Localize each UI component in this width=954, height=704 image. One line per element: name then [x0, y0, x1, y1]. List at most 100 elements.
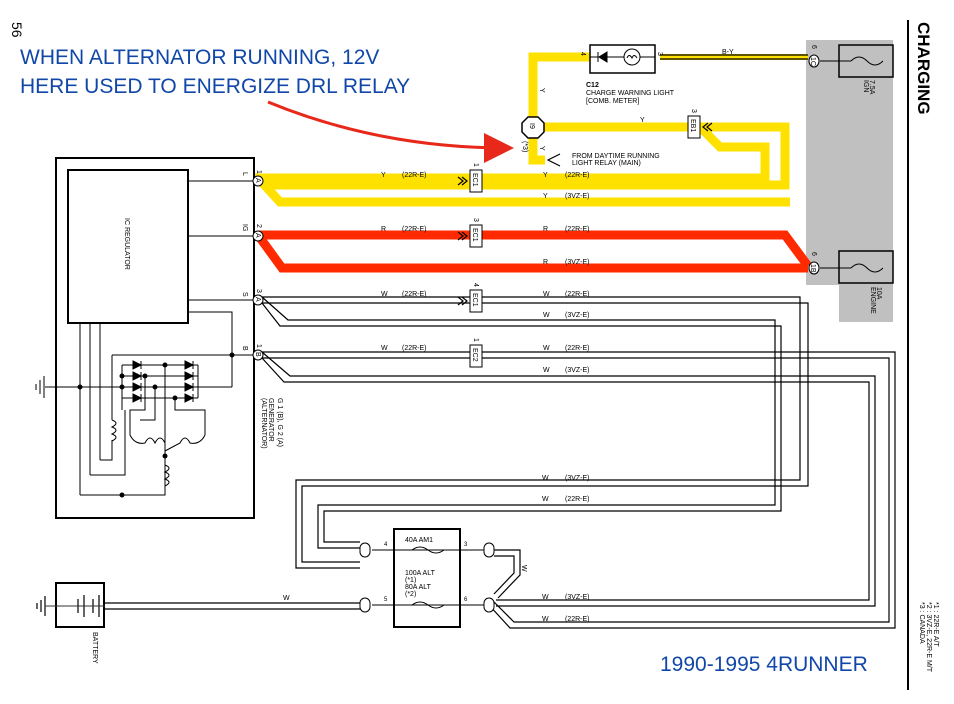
ic-regulator-label: IC REGULATOR: [123, 218, 130, 270]
ec1-s-pin: 4: [472, 283, 479, 287]
footnote-2: *2 : 3VZ-E, 22R-E M/T: [925, 602, 932, 673]
wire-y-up-label: Y: [538, 88, 545, 93]
fuse-box-background: [806, 40, 893, 285]
wire-l-r1-color: Y: [543, 172, 548, 179]
wire-s-r2-label: (3VZ-E): [565, 312, 590, 319]
generator-terminals: [252, 175, 264, 361]
wire-bot2-color: W: [542, 616, 549, 623]
charge-light-pin-right: 3: [656, 52, 663, 56]
charge-light-ref: C12: [586, 82, 599, 89]
fl-pin-5: 5: [384, 597, 388, 603]
charge-light-sub: [COMB. METER]: [586, 98, 639, 105]
wire-b-r1-color: W: [543, 345, 550, 352]
wire-l-label: (22R-E): [402, 172, 427, 179]
annotation-line1: WHEN ALTERNATOR RUNNING, 12V: [20, 46, 379, 69]
terminal-ig-conn: A: [254, 233, 261, 238]
fl-pin-6: 6: [464, 597, 468, 603]
connector-chevrons: [457, 122, 713, 306]
terminal-b-conn: B: [254, 352, 261, 357]
ec1-ig-id: EC1: [471, 228, 478, 242]
wire-s-label: (22R-E): [402, 291, 427, 298]
fuse-ign-pin: 6: [810, 45, 817, 49]
wire-s-r2-color: W: [543, 312, 550, 319]
fuse-engine-pin: 6: [810, 252, 817, 256]
junction-i9: [521, 116, 545, 139]
wire-i9-eb1-label: Y: [640, 117, 645, 124]
ec2-b-pin: 1: [472, 338, 479, 342]
wire-b-r2-label: (3VZ-E): [565, 367, 590, 374]
wire-top2-label: (22R-E): [565, 496, 590, 503]
wire-i9-down-label: Y: [538, 146, 545, 151]
wire-ig-r2-color: R: [543, 259, 548, 266]
fuse-engine-rating: 10A: [875, 287, 882, 300]
wire-ig-color: R: [381, 226, 386, 233]
battery-icon: [36, 595, 105, 617]
fuse-engine-name: ENGINE: [869, 287, 876, 314]
fl-alt-line1: 100A ALT: [405, 570, 436, 577]
annotation-line2: HERE USED TO ENERGIZE DRL RELAY: [20, 75, 410, 98]
yellow-circuit: [254, 52, 790, 207]
drl-note-line1: FROM DAYTIME RUNNING: [572, 153, 660, 160]
fuse-ign-name: IGN: [862, 80, 869, 92]
wire-link-color: W: [520, 565, 527, 572]
terminal-b-pin: 1: [255, 344, 262, 348]
wire-l-r2-label: (3VZ-E): [565, 193, 590, 200]
wire-top2-color: W: [542, 496, 549, 503]
generator-ref: G 1 (B), G 2 (A): [276, 398, 283, 447]
wire-b-r2-color: W: [543, 367, 550, 374]
ec1-l-id: EC1: [471, 173, 478, 187]
charge-light-pin-left: 4: [579, 52, 586, 56]
terminal-s-pin: 3: [255, 289, 262, 293]
wire-s-color: W: [381, 291, 388, 298]
page-number: 56: [9, 22, 25, 38]
wire-top1-color: W: [542, 475, 549, 482]
terminal-s-name: S: [241, 292, 248, 297]
fl-alt-line4: (*2): [405, 591, 416, 598]
wire-l-r2-color: Y: [543, 193, 548, 200]
red-circuit: [254, 230, 812, 273]
fuse-ign: [808, 44, 894, 78]
fusible-link-box: [393, 528, 461, 628]
wire-l-color: Y: [381, 172, 386, 179]
annotation-arrow: [267, 100, 514, 163]
eb1-id: EB1: [689, 119, 696, 132]
charge-warning-light-box: [589, 44, 656, 74]
terminal-l-pin: 1: [255, 170, 262, 174]
wire-bot2-label: (22R-E): [565, 616, 590, 623]
wire-l-r1-label: (22R-E): [565, 172, 590, 179]
vehicle-label: 1990-1995 4RUNNER: [660, 653, 868, 676]
fusible-link-connectors: [359, 542, 495, 613]
wire-s-r1-label: (22R-E): [565, 291, 590, 298]
wire-ig-r1-label: (22R-E): [565, 226, 590, 233]
connectors-ec: [469, 115, 701, 368]
charge-light-name: CHARGE WARNING LIGHT: [586, 90, 675, 97]
terminal-ig-name: IG: [241, 224, 248, 231]
fuse-ign-connector: 1C: [809, 57, 816, 66]
wire-b-y-label: B-Y: [722, 49, 734, 56]
terminal-ig-pin: 2: [255, 224, 262, 228]
terminal-l-conn: A: [254, 178, 261, 183]
eb1-pin: 3: [690, 109, 697, 113]
ec2-b-id: EC2: [471, 348, 478, 362]
fuse-box-background-lower: [839, 285, 893, 322]
battery-box: [55, 582, 105, 628]
wire-ig-r1-color: R: [543, 226, 548, 233]
white-wires: [105, 296, 896, 629]
fl-alt-line2: (*1): [405, 577, 416, 584]
junction-i9-note: (*3): [521, 141, 528, 152]
wire-s-r1-color: W: [543, 291, 550, 298]
ec1-s-id: EC1: [471, 293, 478, 307]
fuse-ign-rating: 7.5A: [868, 80, 875, 95]
ground-icon: [35, 376, 45, 398]
terminal-b-name: B: [241, 346, 248, 351]
lamp-icon: [590, 48, 655, 66]
fl-pin-4: 4: [384, 542, 388, 548]
fl-am1-label: 40A AM1: [405, 537, 433, 544]
ic-regulator-box: [67, 169, 189, 324]
generator-outline: [55, 157, 255, 519]
terminal-l-name: L: [241, 172, 248, 176]
wire-bot1-label: (3VZ-E): [565, 594, 590, 601]
wire-ig-label: (22R-E): [402, 226, 427, 233]
fl-pin-3: 3: [464, 542, 468, 548]
